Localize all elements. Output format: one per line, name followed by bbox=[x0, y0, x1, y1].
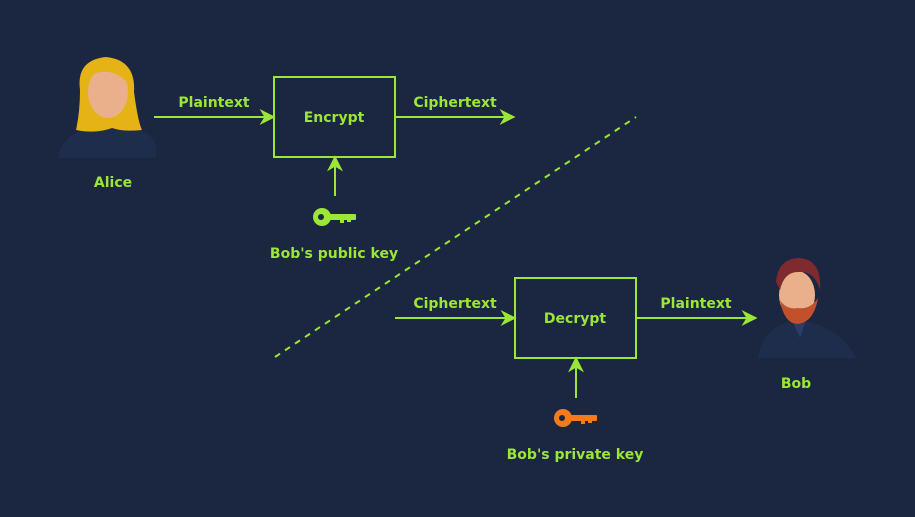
private-key-icon bbox=[554, 409, 597, 427]
decrypt-label: Decrypt bbox=[543, 311, 607, 327]
alice-name: Alice bbox=[93, 175, 133, 191]
plaintext-label: Plaintext bbox=[178, 95, 250, 111]
bob-avatar bbox=[758, 258, 856, 358]
public-key-icon bbox=[313, 208, 356, 226]
alice-avatar bbox=[58, 57, 157, 158]
private-key-label: Bob's private key bbox=[506, 447, 644, 463]
public-key-label: Bob's public key bbox=[269, 246, 399, 262]
ciphertext-label: Ciphertext bbox=[413, 95, 497, 111]
bob-name: Bob bbox=[780, 376, 812, 392]
divider-dashed-line bbox=[274, 116, 637, 358]
ciphertext-in-label: Ciphertext bbox=[413, 296, 497, 312]
encrypt-label: Encrypt bbox=[303, 110, 365, 126]
plaintext-out-label: Plaintext bbox=[660, 296, 732, 312]
